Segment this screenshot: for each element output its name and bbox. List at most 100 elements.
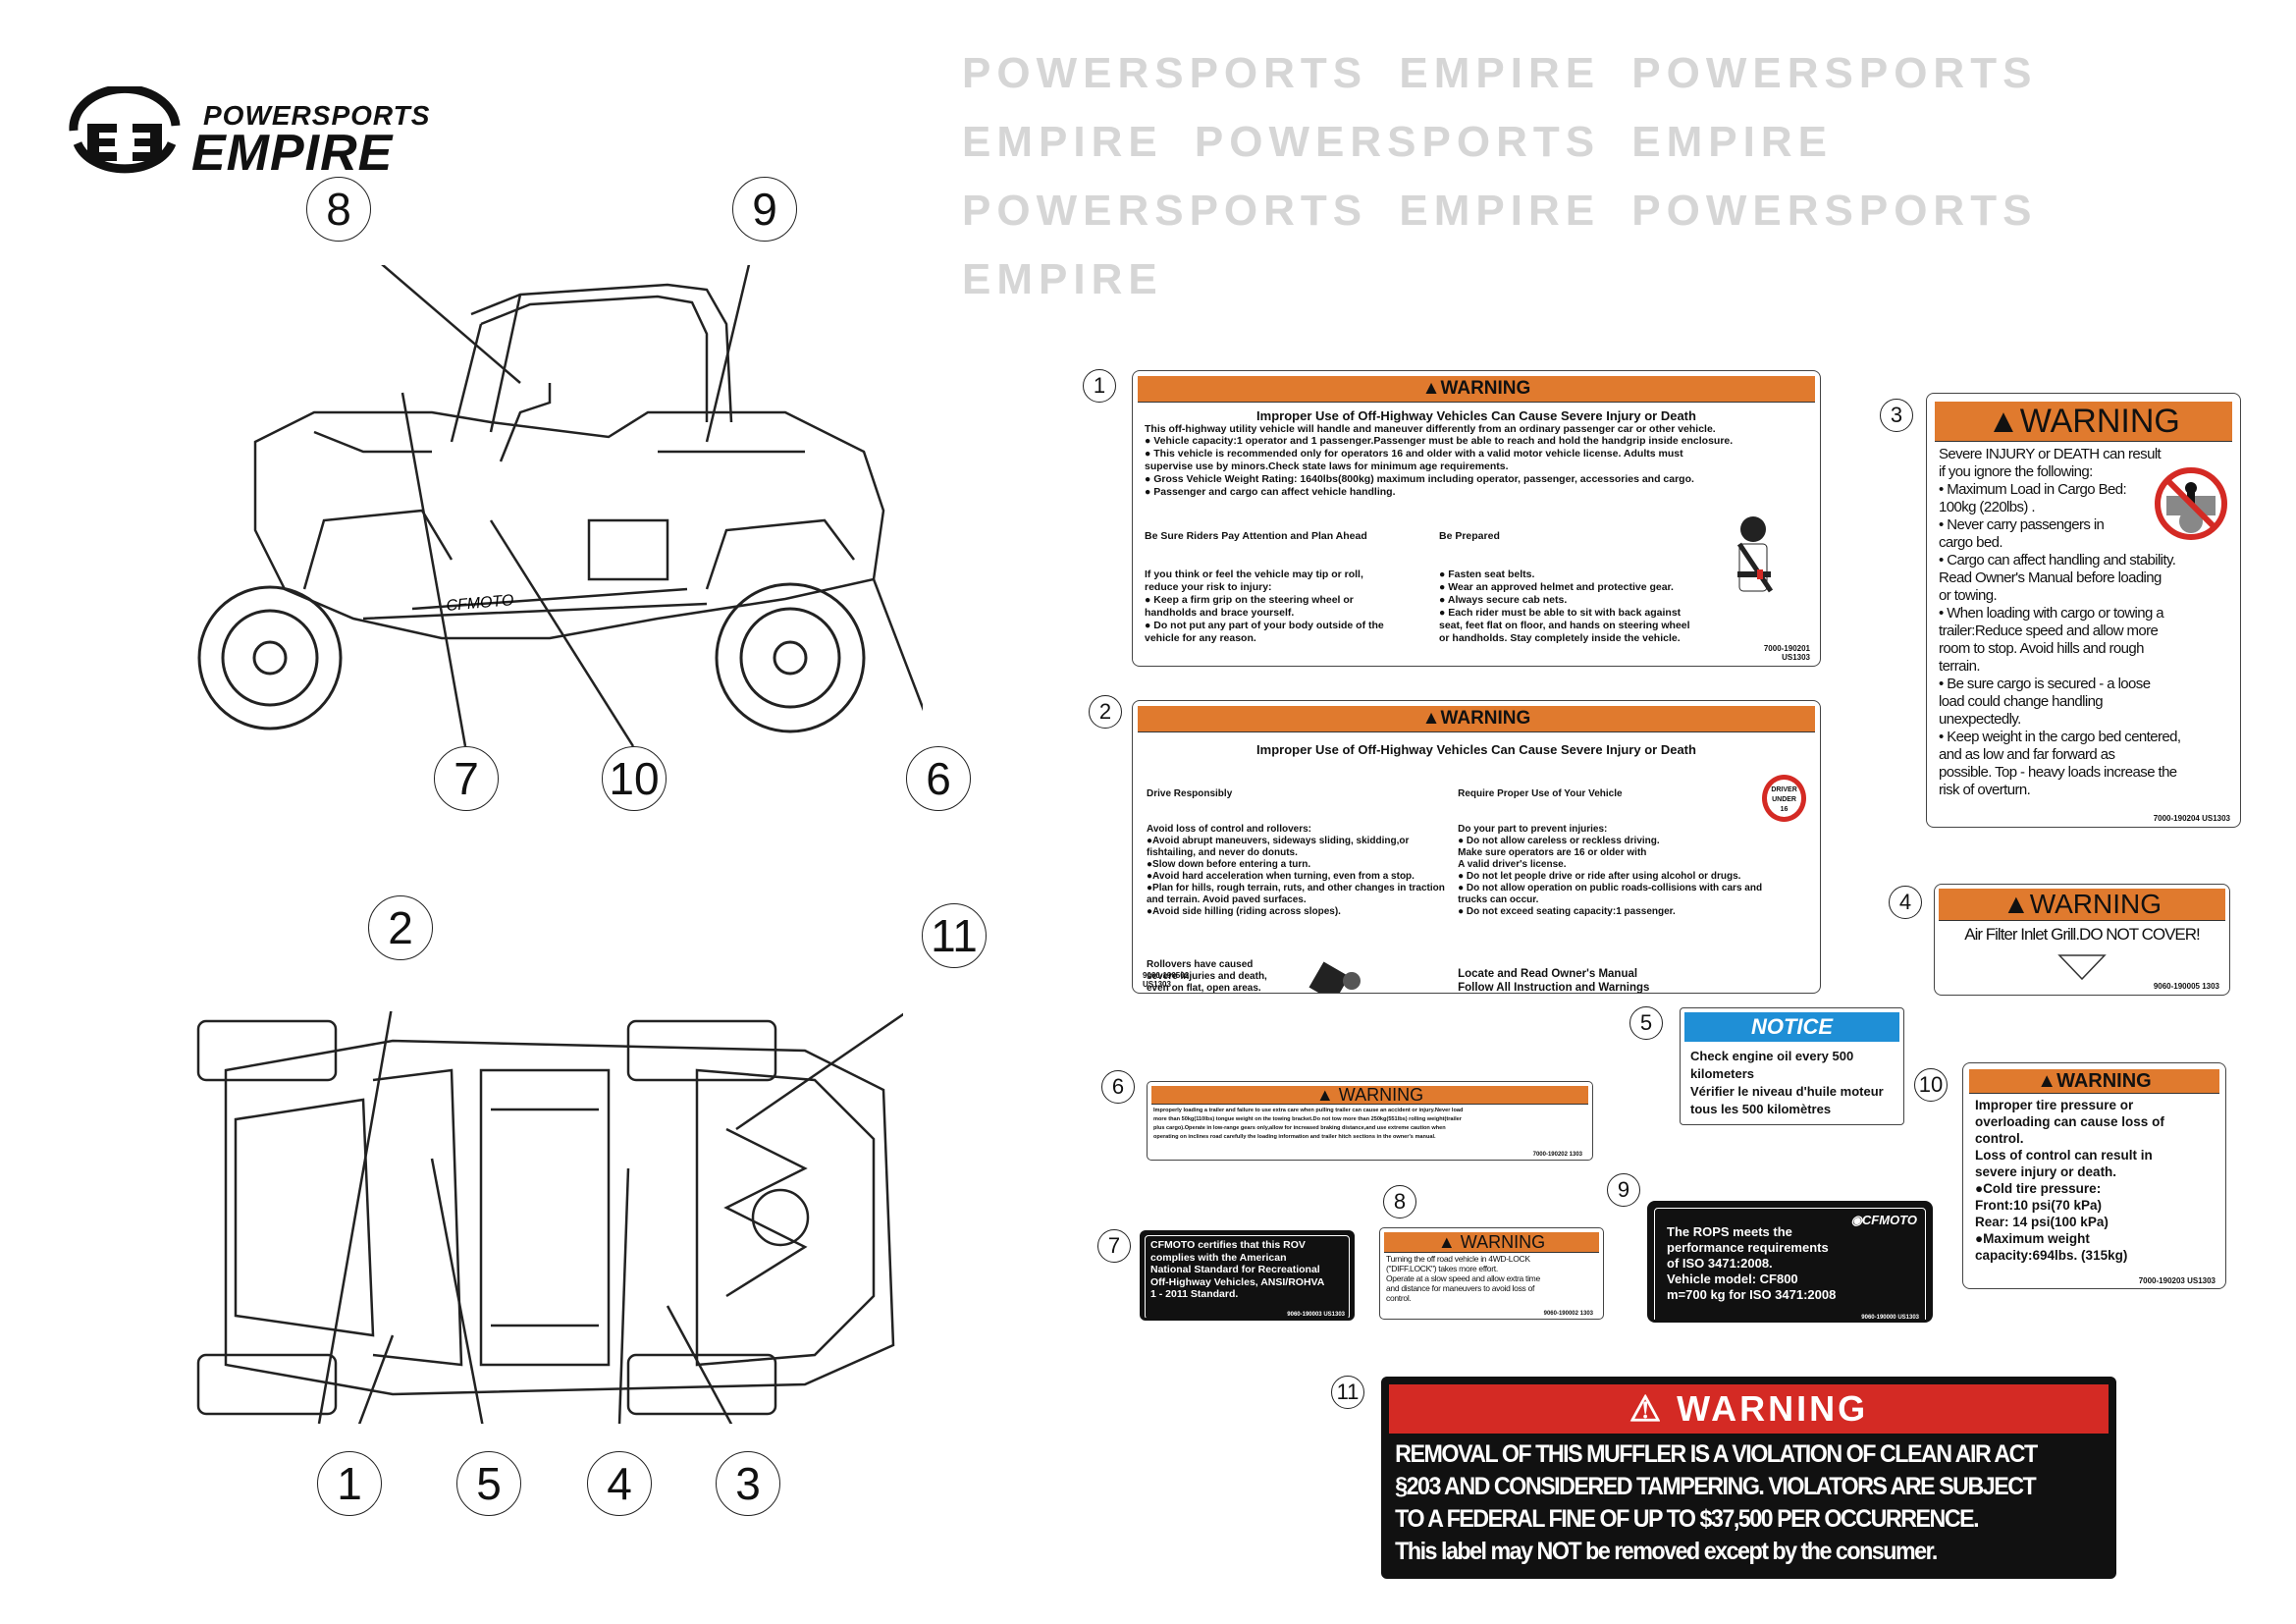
- label-1-right-line: ● Always secure cab nets.: [1439, 594, 1568, 606]
- label-10-line: overloading can cause loss of: [1975, 1114, 2164, 1129]
- label-2-footer-line: Follow All Instruction and Warnings: [1458, 982, 1650, 994]
- label-2-code: 9060-190502: [1143, 971, 1190, 980]
- label-11-line-list: REMOVAL OF THIS MUFFLER IS A VIOLATION O…: [1384, 1438, 2062, 1568]
- label-6-line: Improperly loading a trailer and failure…: [1153, 1108, 1464, 1113]
- label-9-code: 9060-190000 US1303: [1861, 1315, 1919, 1321]
- label-1-right-head: Be Prepared: [1439, 530, 1500, 542]
- label-3-line: room to stop. Avoid hills and rough: [1939, 640, 2144, 657]
- label-10-line: Improper tire pressure or: [1975, 1098, 2134, 1112]
- no-passengers-in-cargo-icon: [2155, 467, 2227, 540]
- label-3-line: Read Owner's Manual before loading: [1939, 569, 2162, 586]
- badge-line: UNDER: [1772, 796, 1796, 803]
- label-11-muffler-warning: ⚠ WARNING REMOVAL OF THIS MUFFLER IS A V…: [1381, 1377, 2116, 1579]
- label-10-line: control.: [1975, 1131, 2024, 1146]
- label-3-code: 7000-190204 US1303: [2153, 814, 2230, 823]
- label-10-line: ●Cold tire pressure:: [1975, 1181, 2102, 1196]
- label-3-header: ▲WARNING: [1935, 402, 2232, 442]
- arrow-down-icon: [2057, 954, 2107, 981]
- label-7-number: 7: [1097, 1229, 1131, 1263]
- label-2-right-line: A valid driver's license.: [1458, 859, 1567, 870]
- label-8-code: 9060-190002 1303: [1543, 1311, 1593, 1317]
- label-5-line: tous les 500 kilomètres: [1690, 1102, 1832, 1116]
- label-11-header: ⚠ WARNING: [1389, 1384, 2109, 1434]
- label-3-line: • Maximum Load in Cargo Bed:: [1939, 481, 2127, 498]
- label-2-code: US1303: [1143, 980, 1171, 989]
- rear-wheel: [715, 582, 866, 733]
- logo-emblem-icon: [69, 86, 181, 174]
- label-10-line: Rear: 14 psi(100 kPa): [1975, 1215, 2109, 1229]
- label-7-line: Off-Highway Vehicles, ANSI/ROHVA: [1150, 1275, 1325, 1288]
- label-3-warning: ▲WARNING Severe INJURY or DEATH can resu…: [1926, 393, 2241, 828]
- label-10-code: 7000-190203 US1303: [2138, 1276, 2216, 1285]
- label-6-warning: ▲ WARNING Improperly loading a trailer a…: [1147, 1081, 1593, 1161]
- label-4-header: ▲WARNING: [1939, 889, 2225, 921]
- label-1-right-line-list: ● Fasten seat belts.● Wear an approved h…: [1439, 568, 1734, 645]
- label-6-line-list: Improperly loading a trailer and failure…: [1148, 1105, 1592, 1144]
- label-1-right-line: ● Fasten seat belts.: [1439, 568, 1535, 580]
- label-2-title: Improper Use of Off-Highway Vehicles Can…: [1256, 742, 1696, 757]
- label-1-header: ▲WARNING: [1138, 376, 1815, 403]
- label-1-left-line: ● Do not put any part of your body outsi…: [1145, 620, 1384, 631]
- label-4-text: Air Filter Inlet Grill.DO NOT COVER!: [1964, 925, 2201, 944]
- label-1-right-line: seat, feet flat on floor, and hands on s…: [1439, 620, 1690, 631]
- label-9-line: The ROPS meets the: [1667, 1224, 1792, 1239]
- logo: POWERSPORTS EMPIRE: [66, 86, 488, 182]
- label-1-number: 1: [1083, 369, 1116, 403]
- label-2-rollover-line: even on flat, open areas.: [1147, 983, 1261, 994]
- callout-10: 10: [602, 746, 667, 811]
- label-2-right-line: trucks can occur.: [1458, 894, 1539, 905]
- label-10-line: Front:10 psi(70 kPa): [1975, 1198, 2103, 1213]
- label-8-number: 8: [1383, 1185, 1416, 1218]
- label-2-rollover-line: severe injuries and death,: [1147, 971, 1267, 982]
- label-11-line: TO A FEDERAL FINE OF UP TO $37,500 PER O…: [1395, 1505, 1979, 1533]
- callout-8: 8: [306, 177, 371, 242]
- label-10-header: ▲WARNING: [1969, 1069, 2219, 1094]
- label-1-bullet: supervise use by minors.Check state laws…: [1145, 460, 1509, 472]
- watermark: POWERSPORTS EMPIRE POWERSPORTS EMPIRE PO…: [962, 49, 2038, 303]
- label-3-line: if you ignore the following:: [1939, 463, 2093, 480]
- label-4-code: 9060-190005 1303: [2153, 982, 2219, 991]
- label-9-line: performance requirements: [1667, 1240, 1829, 1255]
- label-5-number: 5: [1629, 1006, 1663, 1040]
- label-1-left-line: If you think or feel the vehicle may tip…: [1145, 568, 1363, 580]
- label-10-line: capacity:694lbs. (315kg): [1975, 1248, 2128, 1263]
- label-8-line: ("DIFF.LOCK") takes more effort.: [1386, 1264, 1498, 1273]
- label-2-warning: ▲WARNING Improper Use of Off-Highway Veh…: [1132, 700, 1821, 994]
- label-10-line: ●Maximum weight: [1975, 1231, 2090, 1246]
- label-2-left-line: ●Avoid hard acceleration when turning, e…: [1147, 871, 1415, 882]
- label-1-intro: This off-highway utility vehicle will ha…: [1145, 423, 1716, 435]
- label-1-right-line: ● Wear an approved helmet and protective…: [1439, 581, 1674, 593]
- label-8-line: Operate at a slow speed and allow extra …: [1386, 1273, 1540, 1283]
- label-2-right-line: Make sure operators are 16 or older with: [1458, 847, 1647, 858]
- label-9-number: 9: [1607, 1173, 1640, 1207]
- label-3-line: trailer:Reduce speed and allow more: [1939, 623, 2159, 639]
- label-1-left-line-list: If you think or feel the vehicle may tip…: [1145, 568, 1439, 645]
- label-6-number: 6: [1101, 1070, 1135, 1104]
- label-6-line: operating on inclines road carefully the…: [1153, 1134, 1436, 1140]
- label-8-line: and distance for maneuvers to avoid loss…: [1386, 1283, 1535, 1293]
- rollover-icon: [1308, 961, 1361, 993]
- label-4-number: 4: [1889, 886, 1922, 919]
- label-1-bullet: ● Gross Vehicle Weight Rating: 1640lbs(8…: [1145, 473, 1694, 485]
- callout-11: 11: [922, 903, 987, 968]
- label-11-line: This label may NOT be removed except by …: [1395, 1538, 1938, 1565]
- callout-1: 1: [317, 1451, 382, 1516]
- label-10-line-list: Improper tire pressure or overloading can…: [1963, 1094, 2225, 1267]
- label-3-line: • Never carry passengers in: [1939, 516, 2105, 533]
- label-2-left-line: ●Avoid abrupt maneuvers, sideways slidin…: [1147, 836, 1410, 846]
- label-2-left-line: Avoid loss of control and rollovers:: [1147, 824, 1311, 835]
- front-wheel: [197, 585, 343, 731]
- seatbelt-icon: [1736, 516, 1773, 593]
- badge-line: DRIVER: [1771, 786, 1797, 793]
- badge-line: 16: [1780, 806, 1789, 813]
- label-2-rollover-line: Rollovers have caused: [1147, 959, 1254, 970]
- label-3-line: terrain.: [1939, 658, 1980, 675]
- label-1-left-head: Be Sure Riders Pay Attention and Plan Ah…: [1145, 530, 1367, 542]
- label-2-left-head: Drive Responsibly: [1147, 788, 1233, 799]
